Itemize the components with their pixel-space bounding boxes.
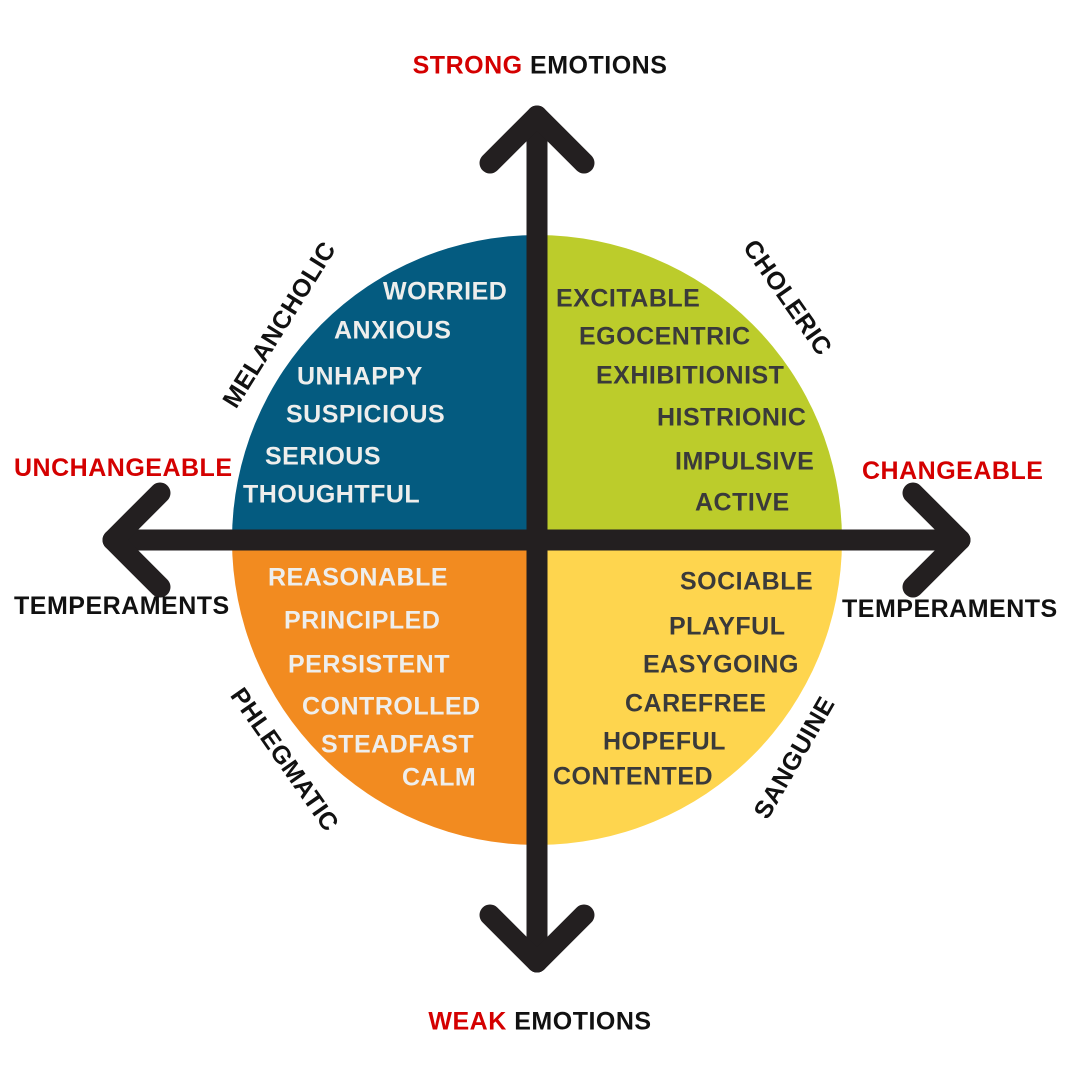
choleric-quadrant <box>537 235 842 540</box>
trait: HOPEFUL <box>603 727 726 756</box>
bottom-axis-label: WEAK EMOTIONS <box>428 1008 651 1037</box>
right-axis-rest: TEMPERAMENTS <box>842 595 1058 623</box>
trait: EASYGOING <box>643 650 799 679</box>
trait: IMPULSIVE <box>675 447 815 476</box>
arrow-left-icon <box>102 482 171 598</box>
axis-accent: WEAK <box>428 1007 507 1036</box>
trait: WORRIED <box>383 277 508 306</box>
axis-accent: STRONG <box>412 51 523 80</box>
trait: HISTRIONIC <box>657 403 807 432</box>
sanguine-quadrant <box>537 540 842 845</box>
trait: ANXIOUS <box>334 316 452 345</box>
left-axis-accent: UNCHANGEABLE <box>14 454 233 482</box>
axis-rest: EMOTIONS <box>514 1007 652 1036</box>
trait: PRINCIPLED <box>284 606 441 635</box>
trait: PLAYFUL <box>669 612 786 641</box>
trait: PERSISTENT <box>288 650 450 679</box>
trait: EXHIBITIONIST <box>596 361 785 390</box>
trait: UNHAPPY <box>297 362 423 391</box>
trait: ACTIVE <box>695 488 790 517</box>
right-axis-accent: CHANGEABLE <box>862 457 1044 485</box>
phlegmatic-quadrant <box>232 540 537 845</box>
trait: SERIOUS <box>265 442 382 471</box>
trait: STEADFAST <box>321 730 475 759</box>
trait: THOUGHTFUL <box>243 480 421 509</box>
axis-rest: EMOTIONS <box>530 51 668 80</box>
trait: CONTROLLED <box>302 692 481 721</box>
left-axis-rest: TEMPERAMENTS <box>14 592 230 620</box>
trait: REASONABLE <box>268 563 449 592</box>
trait: EGOCENTRIC <box>579 322 751 351</box>
trait: SUSPICIOUS <box>286 400 446 429</box>
arrow-up-icon <box>479 105 595 174</box>
arrow-down-icon <box>479 904 595 973</box>
trait: EXCITABLE <box>556 284 701 313</box>
trait: CONTENTED <box>553 762 714 791</box>
top-axis-label: STRONG EMOTIONS <box>413 52 668 81</box>
trait: CAREFREE <box>625 689 767 718</box>
arrow-right-icon <box>902 482 971 598</box>
trait: SOCIABLE <box>680 567 814 596</box>
melancholic-quadrant <box>232 235 537 540</box>
trait: CALM <box>402 763 477 792</box>
